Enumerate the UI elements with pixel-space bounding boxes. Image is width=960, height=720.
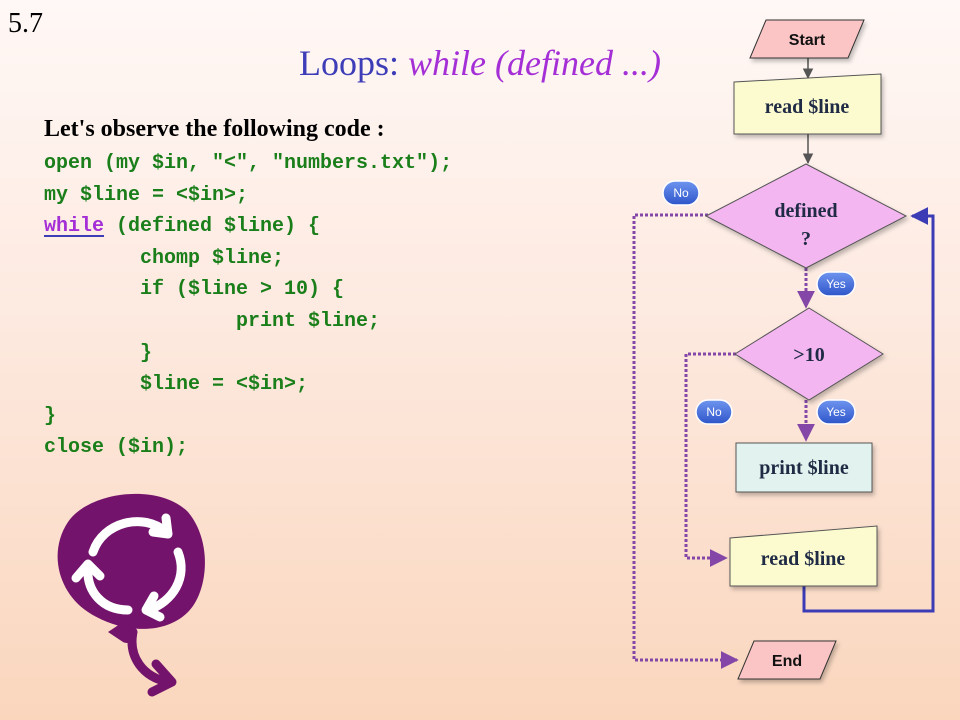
code-block: open (my $in, "<", "numbers.txt"); my $l… bbox=[44, 148, 452, 464]
end-terminal: End bbox=[737, 640, 837, 680]
start-label: Start bbox=[789, 32, 826, 49]
while-keyword: while bbox=[44, 215, 105, 239]
yes-badge-label: Yes bbox=[826, 405, 846, 419]
no-badge-label: No bbox=[706, 405, 722, 419]
read-line-label: read $line bbox=[765, 96, 850, 118]
code-line: print $line; bbox=[44, 309, 381, 333]
slide-title: Loops: while (defined ...) bbox=[0, 42, 960, 84]
code-line: chomp $line; bbox=[44, 246, 285, 270]
print-line-label: print $line bbox=[759, 457, 849, 479]
yes-badge-defined: Yes bbox=[816, 271, 856, 297]
loop-back-arrow bbox=[802, 207, 935, 613]
code-line: open (my $in, "<", "numbers.txt"); bbox=[44, 152, 453, 175]
print-line-box: print $line bbox=[735, 442, 873, 493]
greater-than-10-label: >10 bbox=[793, 344, 824, 366]
end-label: End bbox=[772, 653, 802, 670]
code-line: } bbox=[44, 341, 153, 365]
read-line-box-2: read $line bbox=[729, 525, 878, 587]
connector-gt10-no bbox=[684, 352, 736, 567]
no-badge-defined: No bbox=[662, 180, 700, 206]
code-line: while (defined $line) { bbox=[44, 211, 452, 243]
slide-number: 5.7 bbox=[8, 8, 43, 39]
intro-text: Let's observe the following code : bbox=[44, 116, 385, 142]
loop-cycle-icon bbox=[57, 493, 205, 697]
yes-badge-gt10: Yes bbox=[816, 399, 856, 425]
greater-than-10-decision: >10 bbox=[734, 307, 884, 401]
defined-label: defined bbox=[774, 200, 837, 222]
yes-badge-label: Yes bbox=[826, 277, 846, 291]
code-line: } bbox=[44, 404, 57, 428]
title-keyword: while (defined ...) bbox=[408, 43, 661, 83]
code-line: my $line = <$in>; bbox=[44, 183, 249, 207]
no-badge-label: No bbox=[673, 186, 689, 200]
start-terminal: Start bbox=[749, 19, 865, 59]
title-prefix: Loops: bbox=[299, 43, 409, 83]
code-line-rest: (defined $line) { bbox=[104, 215, 321, 239]
defined-decision: defined ? bbox=[704, 163, 908, 269]
code-line: $line = <$in>; bbox=[44, 373, 309, 397]
code-line: if ($line > 10) { bbox=[44, 278, 345, 302]
defined-question-mark: ? bbox=[801, 228, 811, 250]
read-line-box: read $line bbox=[733, 73, 882, 135]
connector-defined-no bbox=[632, 213, 739, 669]
read-line-label-2: read $line bbox=[761, 548, 846, 570]
code-line: close ($in); bbox=[44, 436, 189, 460]
no-badge-gt10: No bbox=[695, 399, 733, 425]
